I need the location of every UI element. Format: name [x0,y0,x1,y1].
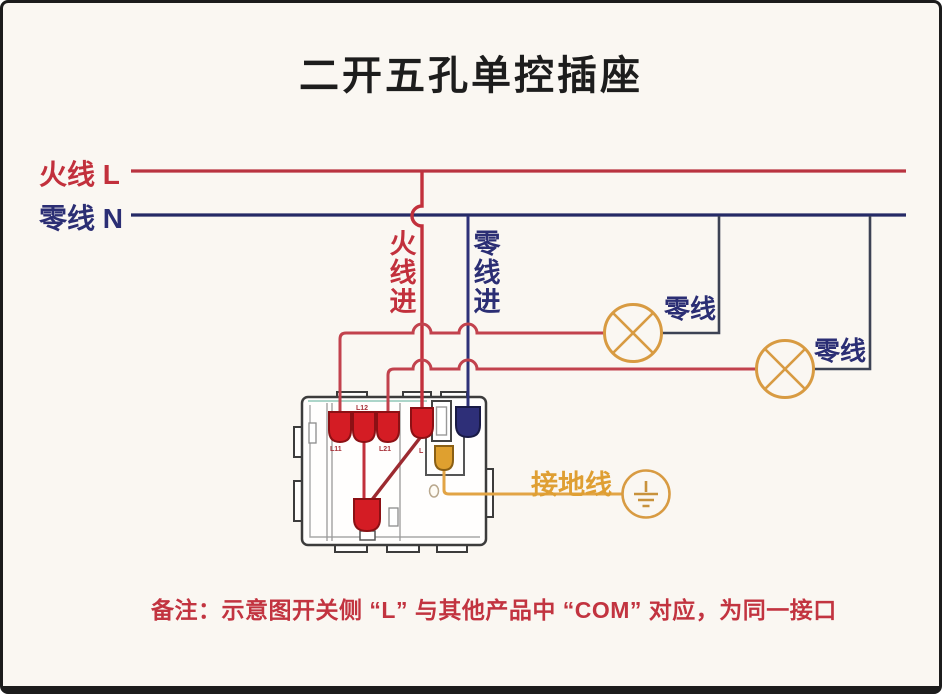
ground-glyph [634,481,658,508]
lamp1-return-wire [661,216,721,335]
terminal-switch-common [353,498,381,533]
wires [131,169,906,503]
jumper-diagonal-wire [369,432,425,503]
neutral-in-label: 零线进 [473,229,501,317]
terminal-l21-label: L21 [379,446,391,453]
terminal-l21 [376,411,400,444]
ground-wire [442,468,623,496]
module-slot [308,422,317,444]
terminal-live-label: L [419,448,424,455]
module-clamp [359,530,376,541]
lamp1-cross [612,312,654,354]
neutral-wire-label: 零线 N [39,203,124,234]
live-wire-label: 火线 L [39,159,120,190]
lamp1-symbol [603,303,663,363]
terminal-l12 [352,411,376,444]
ground-symbol [621,469,671,519]
switch1-to-lamp1-wire [338,322,604,413]
live-in-label: 火线进 [389,229,417,317]
terminal-live [410,407,434,440]
wiring-diagram: L11 L12 L21 L [131,169,906,553]
note-text: 备注：示意图开关侧 “L” 与其他产品中 “COM” 对应，为同一接口 [151,597,837,623]
module-slot [388,507,399,527]
terminal-l11 [328,411,352,444]
diagram-title: 二开五孔单控插座 [299,54,643,98]
terminal-neutral [455,406,481,439]
lamp2-cross [764,348,806,390]
module-terminals: L11 L12 L21 L [328,405,481,533]
terminal-l11-label: L11 [330,446,342,453]
lamp2-return-wire [813,216,872,371]
screw-hole [428,484,440,498]
terminal-ground [434,445,454,472]
ground-wire-label: 接地线 [531,470,612,500]
module-inner-border [309,405,480,538]
lamp1-neutral-label: 零线 [664,294,717,324]
lamp2-neutral-label: 零线 [814,336,867,366]
module-window-inner [435,406,448,436]
switch2-to-lamp2-wire [386,358,756,413]
lamp2-symbol [755,339,815,399]
terminal-l12-label: L12 [356,405,368,412]
live-in-wire [410,172,424,409]
